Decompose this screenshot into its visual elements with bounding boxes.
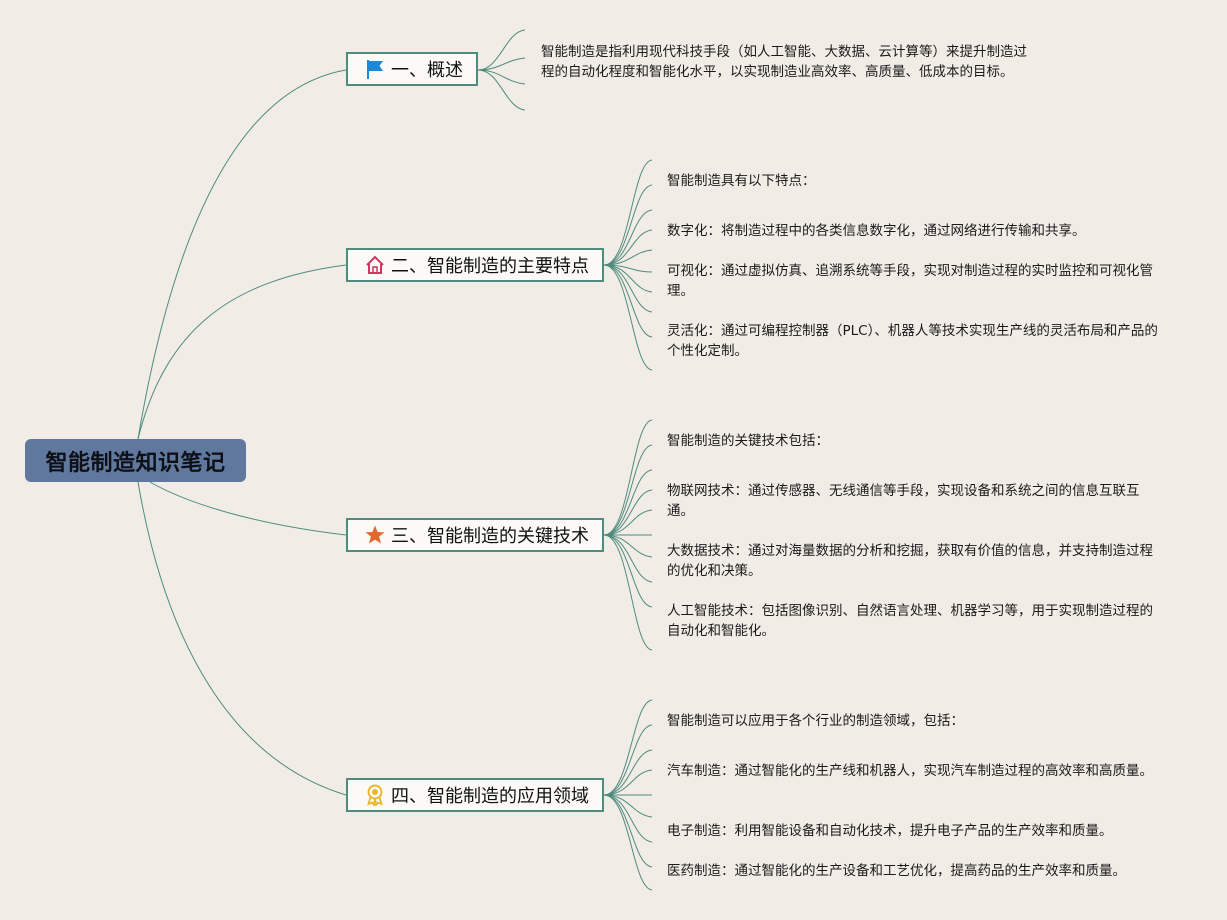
leaf-text[interactable]: 电子制造：利用智能设备和自动化技术，提升电子产品的生产效率和质量。 [667,823,1113,839]
leaf-text[interactable]: 汽车制造：通过智能化的生产线和机器人，实现汽车制造过程的高效率和高质量。 [667,763,1153,779]
leaf-text[interactable]: 人工智能技术：包括图像识别、自然语言处理、机器学习等，用于实现制造过程的自动化和… [667,603,1153,639]
branch-label: 三、智能制造的关键技术 [391,526,589,547]
branch-label: 四、智能制造的应用领域 [391,786,589,807]
house-icon [364,254,386,276]
star-icon [364,524,386,546]
branch-features[interactable]: 二、智能制造的主要特点 [346,248,604,282]
leaf-text[interactable]: 智能制造可以应用于各个行业的制造领域，包括： [667,713,964,729]
branch-applications[interactable]: 四、智能制造的应用领域 [346,778,604,812]
award-icon [364,784,386,806]
leaf-text[interactable]: 大数据技术：通过对海量数据的分析和挖掘，获取有价值的信息，并支持制造过程的优化和… [667,543,1153,579]
branch-overview[interactable]: 一、概述 [346,52,478,86]
root-node[interactable]: 智能制造知识笔记 [25,439,246,482]
branch-label: 一、概述 [391,60,463,81]
branch-label: 二、智能制造的主要特点 [391,256,589,277]
leaf-text[interactable]: 数字化：将制造过程中的各类信息数字化，通过网络进行传输和共享。 [667,223,1086,239]
leaf-text[interactable]: 医药制造：通过智能化的生产设备和工艺优化，提高药品的生产效率和质量。 [667,863,1126,879]
leaf-text[interactable]: 智能制造的关键技术包括： [667,433,829,449]
leaf-text[interactable]: 灵活化：通过可编程控制器（PLC）、机器人等技术实现生产线的灵活布局和产品的个性… [667,323,1158,359]
root-title: 智能制造知识笔记 [45,450,226,476]
leaf-text[interactable]: 智能制造具有以下特点： [667,173,816,189]
leaf-text[interactable]: 智能制造是指利用现代科技手段（如人工智能、大数据、云计算等）来提升制造过程的自动… [541,44,1027,80]
leaf-text[interactable]: 可视化：通过虚拟仿真、追溯系统等手段，实现对制造过程的实时监控和可视化管理。 [667,263,1153,299]
leaf-text[interactable]: 物联网技术：通过传感器、无线通信等手段，实现设备和系统之间的信息互联互通。 [667,483,1140,519]
flag-icon [364,58,386,80]
branch-key-tech[interactable]: 三、智能制造的关键技术 [346,518,604,552]
